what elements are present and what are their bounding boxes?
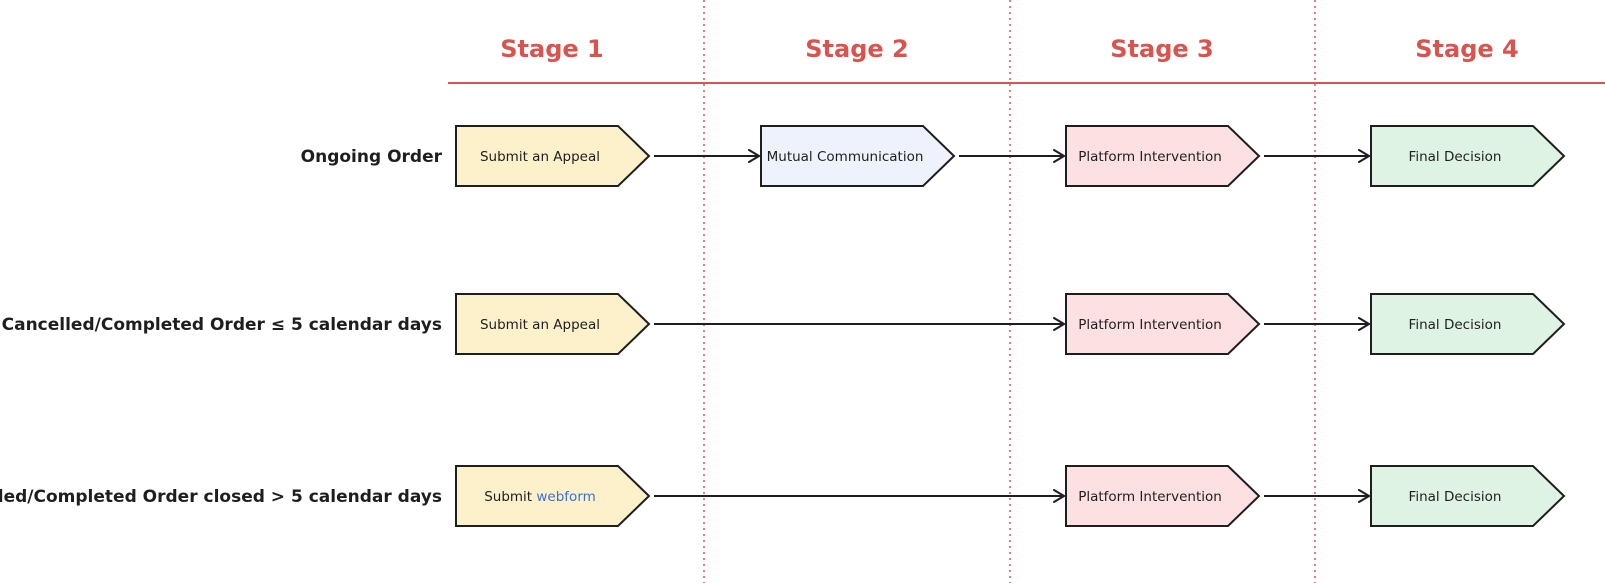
step-shape <box>455 465 651 527</box>
process-row: Ongoing Order Submit an Appeal Mutual Comm… <box>301 125 1566 187</box>
step-decision: Final Decision <box>1370 465 1566 527</box>
step-decision: Final Decision <box>1370 293 1566 355</box>
stage-header: Stage 1 Stage 2 Stage 3 Stage 4 <box>500 35 1518 63</box>
flow-arrows <box>654 156 1369 496</box>
row-label: Cancelled/Completed Order closed > 5 cal… <box>0 487 442 507</box>
step-intervention: Platform Intervention <box>1065 125 1261 187</box>
step-submit: Submit an Appeal <box>455 125 651 187</box>
step-shape <box>1370 293 1566 355</box>
step-shape <box>760 125 956 187</box>
step-shape <box>1370 125 1566 187</box>
row-label: Cancelled/Completed Order ≤ 5 calendar d… <box>2 315 442 335</box>
stage-title: Stage 4 <box>1415 35 1518 63</box>
step-label-text: Submit <box>484 489 536 505</box>
step-label: Final Decision <box>1409 317 1502 333</box>
step-label: Platform Intervention <box>1078 149 1222 165</box>
step-shape <box>1065 125 1261 187</box>
step-label: Submit an Appeal <box>480 317 600 333</box>
stage-title: Stage 3 <box>1110 35 1213 63</box>
stage-dividers <box>703 0 1316 583</box>
step-shape <box>455 125 651 187</box>
step-label: Final Decision <box>1409 149 1502 165</box>
step-shape <box>1370 465 1566 527</box>
step-label: Platform Intervention <box>1078 489 1222 505</box>
step-communication: Mutual Communication <box>760 125 956 187</box>
step-label: Mutual Communication <box>767 149 924 165</box>
process-row: Cancelled/Completed Order ≤ 5 calendar d… <box>2 293 1566 355</box>
step-label: Final Decision <box>1409 489 1502 505</box>
step-shape <box>455 293 651 355</box>
step-intervention: Platform Intervention <box>1065 293 1261 355</box>
step-label: Platform Intervention <box>1078 317 1222 333</box>
row-label: Ongoing Order <box>301 147 443 167</box>
step-shape <box>1065 293 1261 355</box>
step-intervention: Platform Intervention <box>1065 465 1261 527</box>
stage-title: Stage 2 <box>805 35 908 63</box>
step-submit: Submit an Appeal <box>455 293 651 355</box>
step-shape <box>1065 465 1261 527</box>
step-label: Submit an Appeal <box>480 149 600 165</box>
step-label: Submit webform <box>484 489 596 505</box>
stage-title: Stage 1 <box>500 35 603 63</box>
process-row: Cancelled/Completed Order closed > 5 cal… <box>0 465 1566 527</box>
step-decision: Final Decision <box>1370 125 1566 187</box>
webform-link[interactable]: webform <box>536 489 595 505</box>
step-submit: Submit webform <box>455 465 651 527</box>
